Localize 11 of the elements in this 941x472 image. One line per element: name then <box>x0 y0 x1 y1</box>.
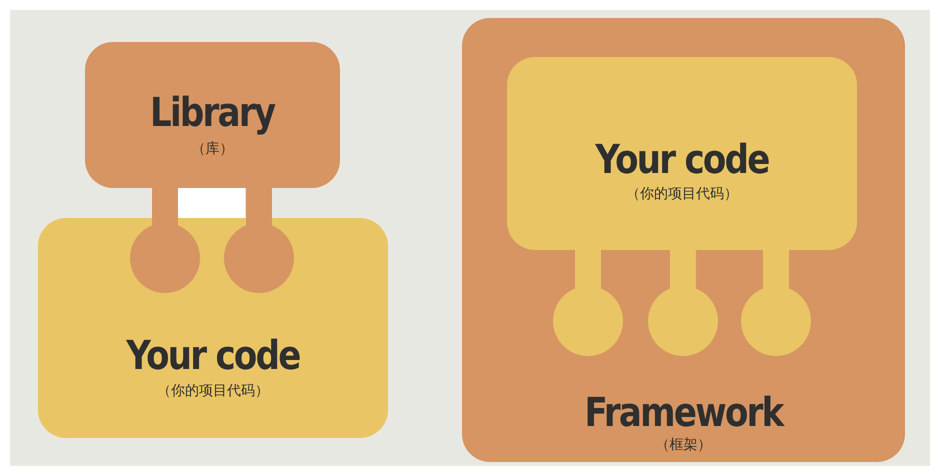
heading-text: Library <box>150 90 275 136</box>
rounded-block <box>85 42 340 188</box>
heading-text: Your code <box>595 137 769 183</box>
subtitle-text: （库） <box>192 140 234 158</box>
rounded-block <box>462 18 905 462</box>
heading-text: Your code <box>126 333 300 379</box>
subtitle-text: （你的项目代码） <box>157 382 269 400</box>
subtitle-text: （框架） <box>656 436 712 454</box>
subtitle-text: （你的项目代码） <box>626 185 738 203</box>
heading-text: Framework <box>584 390 783 436</box>
rounded-block <box>507 57 857 250</box>
